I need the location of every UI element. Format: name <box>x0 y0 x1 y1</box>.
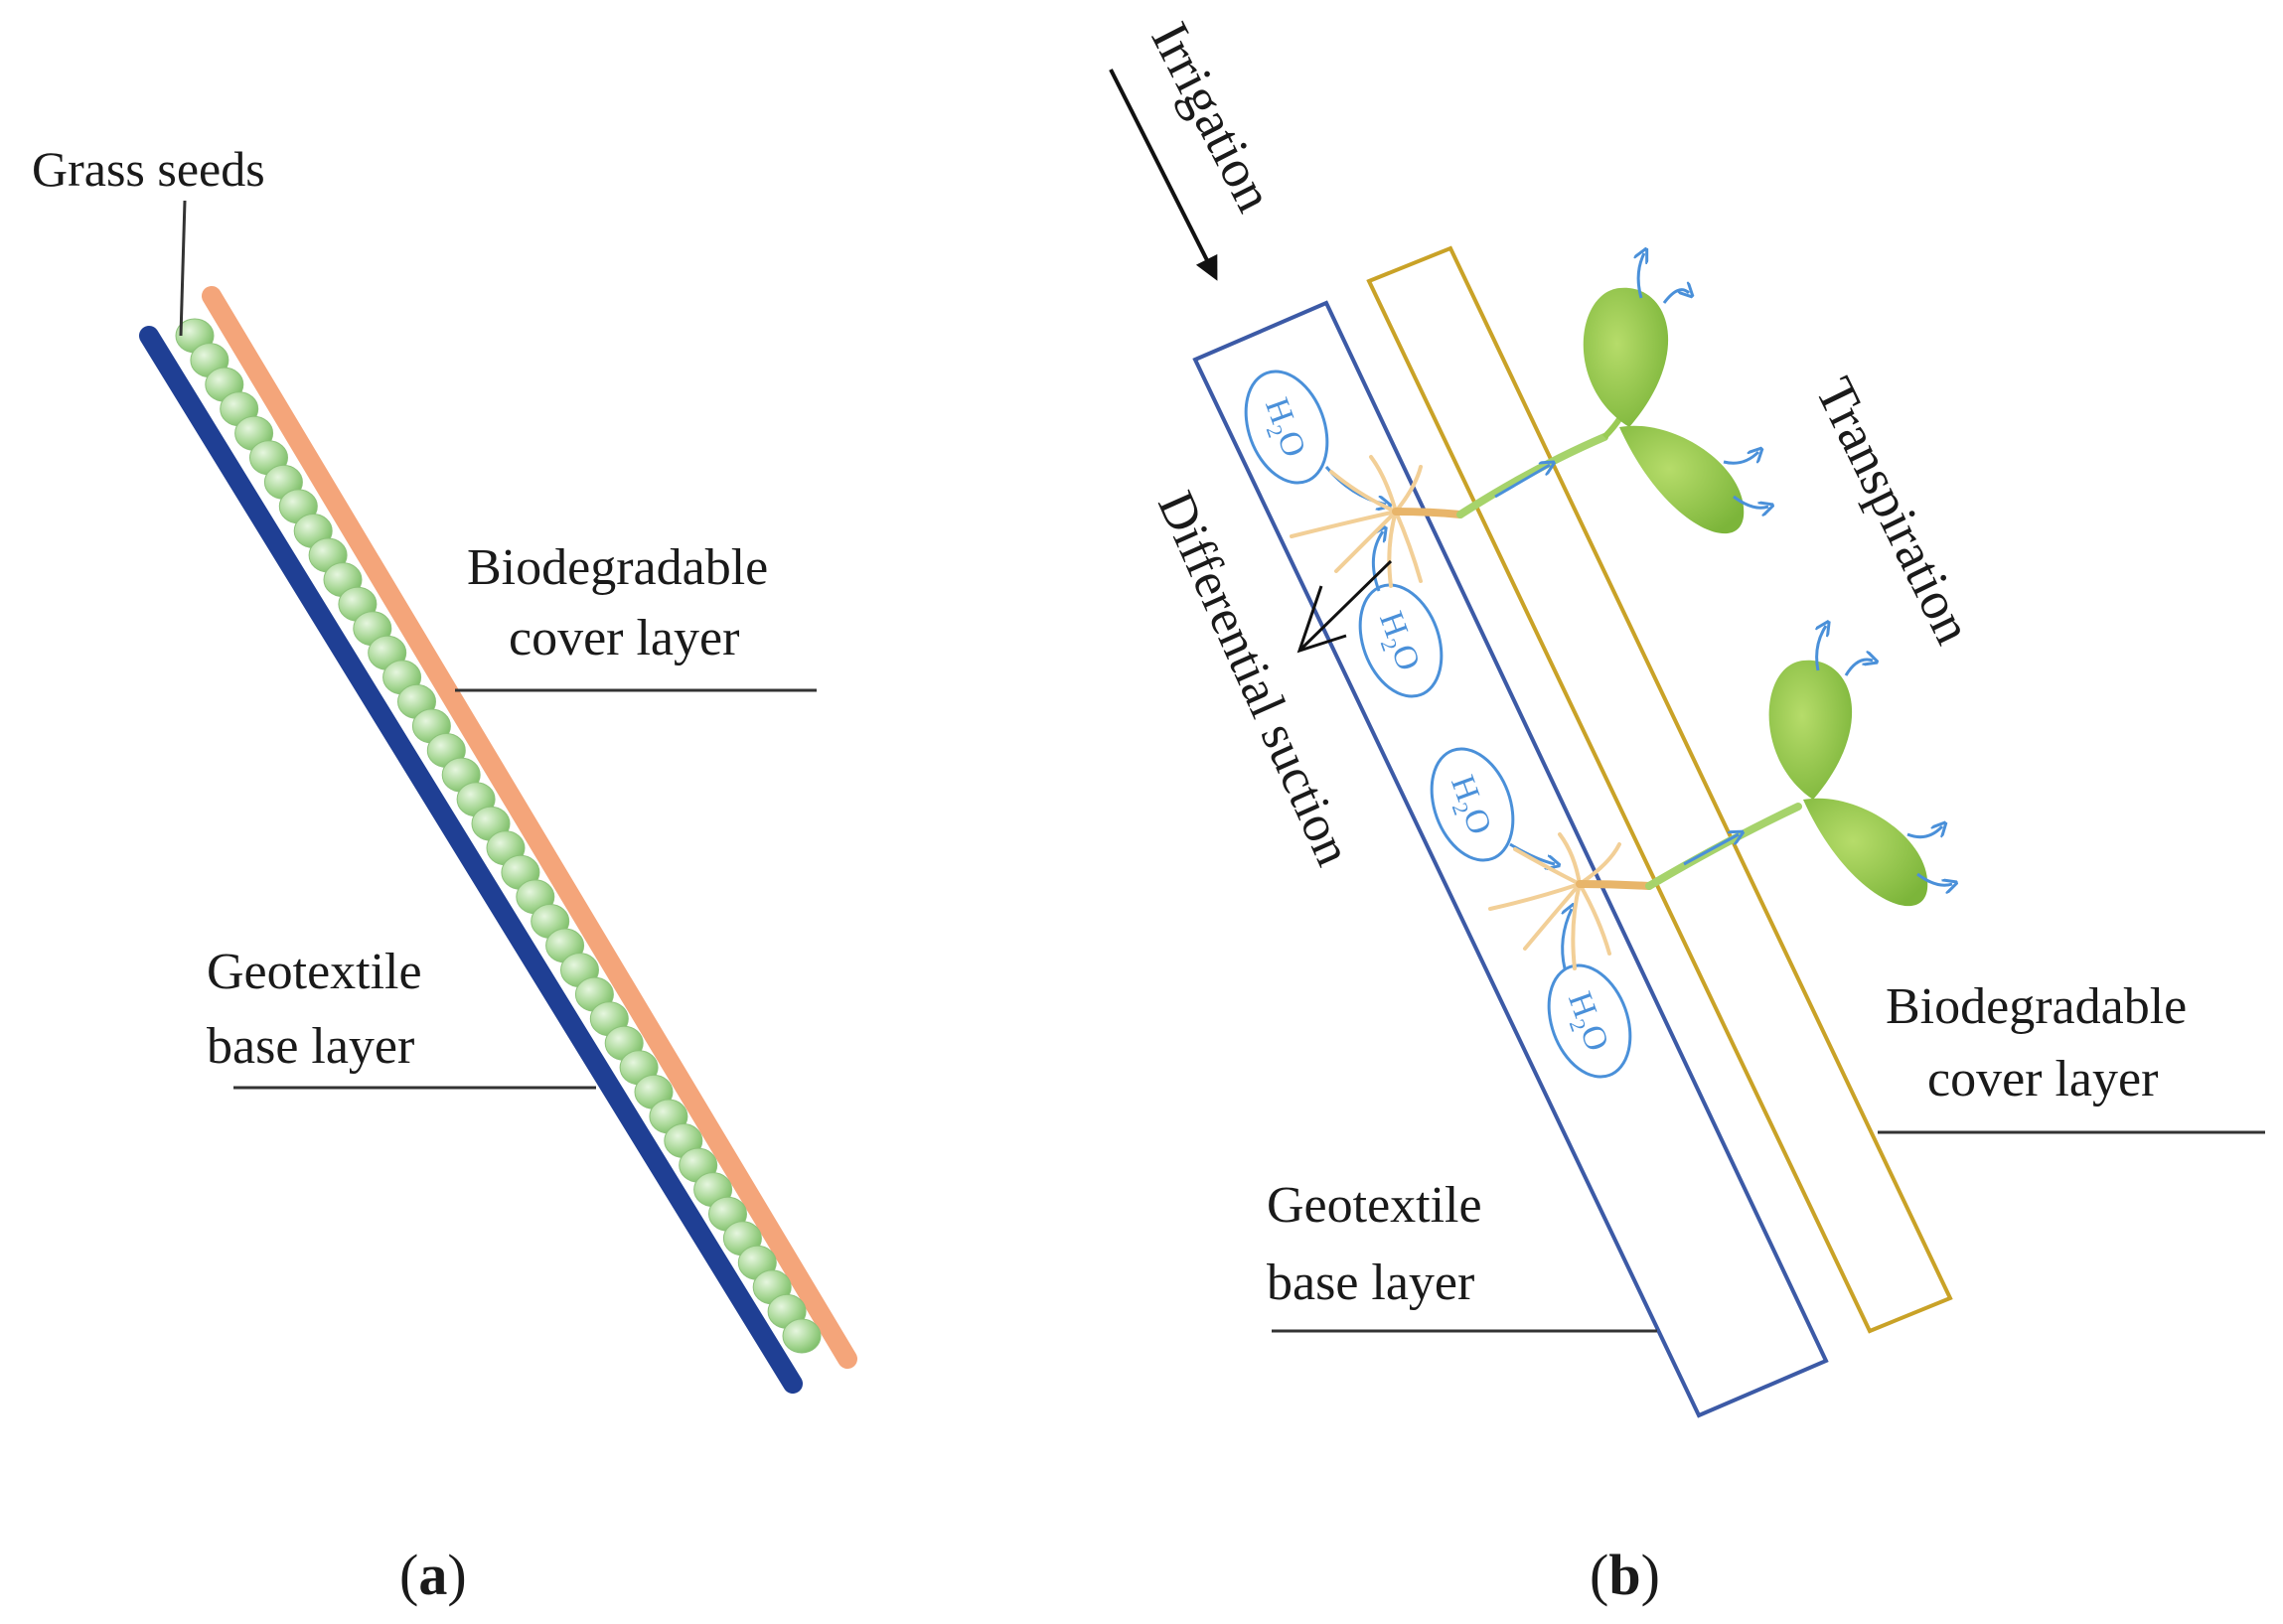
water-molecule-3: H2O <box>1430 747 1515 862</box>
transpiration-arrow-4 <box>1733 495 1768 508</box>
cover-layer-strip <box>202 286 857 1369</box>
grass-seeds-label: Grass seeds <box>32 141 265 197</box>
grass-seed <box>782 1318 822 1354</box>
geotextile-strip <box>139 326 803 1394</box>
cover-box <box>1366 245 1953 1334</box>
leaf-lower-right <box>1803 798 1928 907</box>
caption-a: (a) <box>399 1543 467 1607</box>
grass-seeds-leader <box>179 200 187 337</box>
panel-a: Grass seeds Biodegradable cover layer Ge… <box>32 141 857 1607</box>
caption-b: (b) <box>1590 1543 1660 1607</box>
transpiration-arrow-7 <box>1906 826 1942 839</box>
leaf-lower-top <box>1768 660 1853 800</box>
water-flow-4 <box>1561 909 1572 969</box>
transpiration-arrow-6 <box>1844 660 1873 676</box>
irrigation-label: Irrigation <box>1140 13 1285 221</box>
cover-label-b-line1: Biodegradable <box>1886 978 2187 1035</box>
transpiration-arrow-3 <box>1723 452 1758 465</box>
transpiration-arrow-8 <box>1916 872 1952 885</box>
geo-label-b-line2: base layer <box>1267 1255 1474 1311</box>
cover-label-b-line2: cover layer <box>1927 1051 2158 1107</box>
irrigation-arrow <box>1109 69 1218 281</box>
grass-seed-chain <box>175 318 822 1354</box>
stem-upper <box>1456 433 1608 518</box>
cover-label-line1: Biodegradable <box>467 539 768 596</box>
water-flow-2 <box>1373 531 1383 592</box>
transpiration-arrow-5 <box>1817 626 1826 671</box>
svg-text:H2O: H2O <box>1556 987 1615 1058</box>
stem-flow-arrow-1 <box>1494 465 1550 499</box>
svg-text:H2O: H2O <box>1439 771 1498 841</box>
roots-upper <box>1290 455 1464 588</box>
transpiration-arrow-1 <box>1638 253 1644 299</box>
water-molecule-1: H2O <box>1244 369 1329 485</box>
roots-lower <box>1488 832 1653 970</box>
differential-suction-label: Differential suction <box>1146 484 1362 874</box>
panel-b: Irrigation H2O H2O H2O H2O <box>1109 13 2265 1607</box>
geotextile-box <box>1192 300 1829 1418</box>
svg-text:H2O: H2O <box>1367 607 1427 677</box>
water-flow-3 <box>1509 842 1555 864</box>
cover-label-line2: cover layer <box>509 610 739 666</box>
geo-label-line1: Geotextile <box>207 944 422 1000</box>
stem-flow-arrow-2 <box>1683 834 1739 866</box>
geo-label-b-line1: Geotextile <box>1267 1177 1482 1234</box>
water-molecule-2: H2O <box>1358 583 1444 698</box>
water-flow-1 <box>1324 466 1386 505</box>
leaf-upper-right <box>1619 425 1745 534</box>
svg-text:H2O: H2O <box>1253 393 1312 464</box>
water-molecule-4: H2O <box>1547 963 1632 1079</box>
differential-suction-leader-2 <box>1297 559 1393 653</box>
transpiration-arrow-2 <box>1662 290 1689 304</box>
leaf-upper-top <box>1583 287 1669 427</box>
transpiration-label: Transpiration <box>1804 369 1984 653</box>
geo-label-line2: base layer <box>207 1018 414 1075</box>
